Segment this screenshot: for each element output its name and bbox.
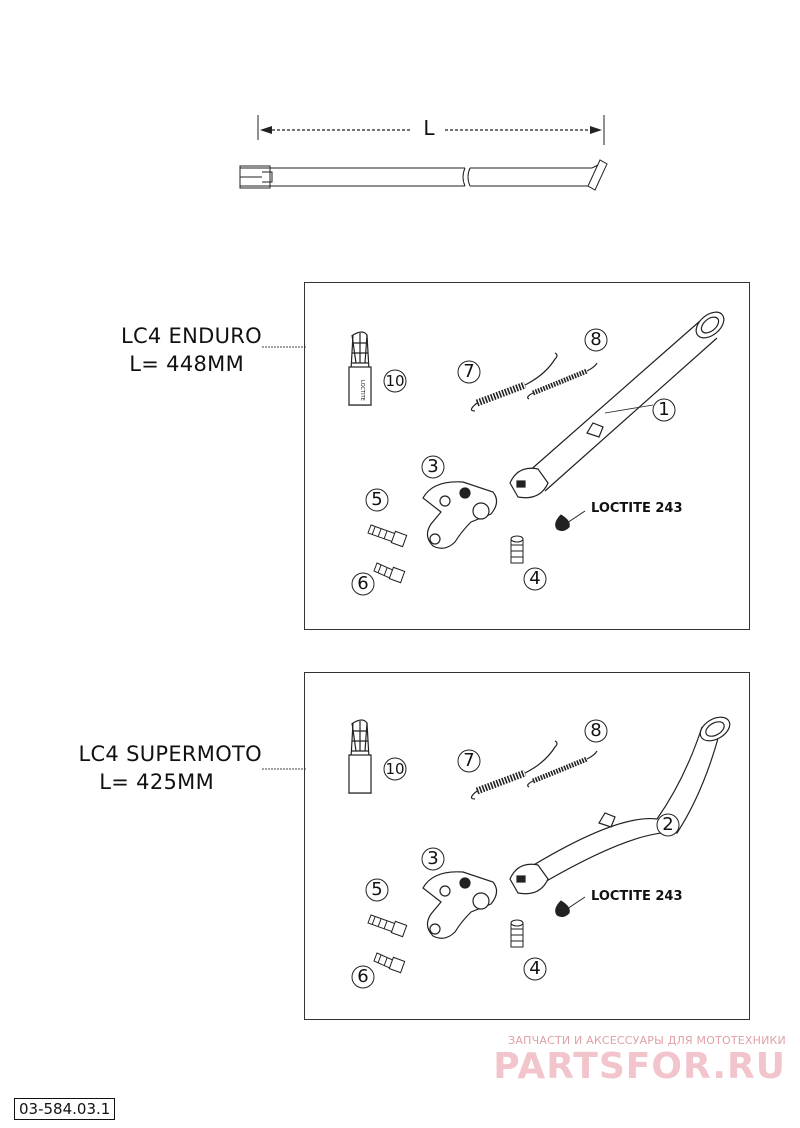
loctite-bottle-part	[348, 719, 372, 794]
loctite-drop-icon	[555, 900, 570, 918]
length-spec: L= 425MM	[99, 770, 214, 794]
parts-drawing	[348, 311, 725, 596]
bracket-part	[422, 871, 498, 939]
bottle-text: LOCTITE	[359, 380, 365, 401]
leader-line	[262, 346, 306, 348]
callout-5: 5	[371, 879, 383, 900]
callout-3: 3	[427, 848, 439, 869]
bolt-part	[373, 952, 406, 974]
parts-panel-enduro: 1 3 5 6 4 7 8 10 LOCTITE 243 LOCTITE	[304, 282, 750, 630]
callout-10: 10	[385, 760, 405, 778]
diagram-code: 03-584.03.1	[14, 1098, 116, 1120]
parts-panel-supermoto: 2 3 5 6 4 7 8 10 LOCTITE 243	[304, 672, 750, 1020]
leader-line	[262, 768, 306, 770]
model-name: LC4 ENDURO	[120, 324, 262, 348]
spring-part	[470, 740, 558, 800]
loctite-label: LOCTITE 243	[591, 501, 683, 516]
callout-7: 7	[463, 361, 475, 382]
watermark-logo: PARTSFOR.RU	[493, 1046, 786, 1087]
side-stand-part	[509, 311, 725, 499]
callout-1: 1	[658, 399, 670, 420]
dimension-label: L	[423, 116, 435, 140]
callout-4: 4	[529, 568, 541, 589]
section-title-enduro: LC4 ENDURO L= 448MM	[121, 324, 262, 376]
bolt-part	[373, 562, 406, 584]
stand-length-diagram	[239, 115, 608, 191]
loctite-label: LOCTITE 243	[591, 889, 683, 904]
callout-5: 5	[371, 489, 383, 510]
bracket-part	[422, 481, 498, 549]
callout-6: 6	[357, 966, 369, 987]
watermark-tagline: ЗАПЧАСТИ И АКСЕССУАРЫ ДЛЯ МОТОТЕХНИКИ	[508, 1034, 786, 1047]
bolt-part	[367, 524, 408, 548]
callout-8: 8	[590, 329, 602, 350]
bolt-part	[367, 914, 408, 938]
callout-4: 4	[529, 958, 541, 979]
loctite-drop-icon	[555, 514, 570, 532]
model-name: LC4 SUPERMOTO	[78, 742, 262, 766]
callout-3: 3	[427, 456, 439, 477]
spring-part	[527, 750, 598, 788]
length-spec: L= 448MM	[129, 352, 244, 376]
section-title-supermoto: LC4 SUPERMOTO L= 425MM	[78, 742, 262, 794]
callout-10: 10	[385, 372, 405, 390]
parts-drawing	[348, 716, 731, 989]
callout-2: 2	[662, 814, 674, 835]
spring-part	[470, 352, 558, 412]
callout-7: 7	[463, 750, 475, 771]
loctite-bottle-part	[348, 331, 372, 406]
stud-part	[510, 919, 524, 948]
stud-part	[510, 535, 524, 564]
side-stand-part	[509, 716, 731, 895]
callout-8: 8	[590, 720, 602, 741]
callout-6: 6	[357, 573, 369, 594]
spring-part	[527, 362, 598, 400]
